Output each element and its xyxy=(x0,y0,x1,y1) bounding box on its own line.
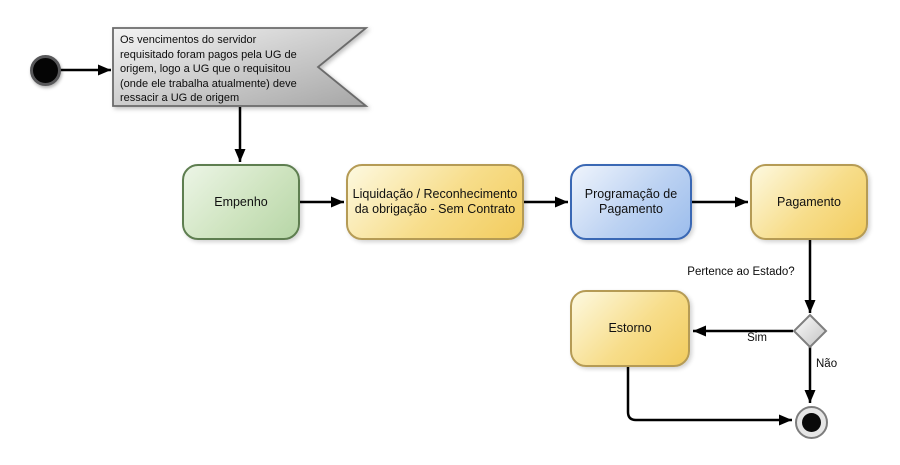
decision-yes-label: Sim xyxy=(747,332,767,344)
final-node-dot xyxy=(802,413,821,432)
activity-programacao: Programação de Pagamento xyxy=(570,164,692,240)
note-line: Os vencimentos do servidor xyxy=(120,34,257,46)
activity-liquidacao: Liquidação / Reconhecimento da obrigação… xyxy=(346,164,524,240)
note-text: Os vencimentos do servidor requisitado f… xyxy=(120,33,330,106)
note-line: origem, logo a UG que o requisitou xyxy=(120,63,291,76)
start-node xyxy=(30,55,61,86)
activity-estorno-label: Estorno xyxy=(608,321,652,335)
note-line: (onde ele trabalha atualmente) deve xyxy=(120,77,297,90)
activity-estorno: Estorno xyxy=(570,290,690,367)
note-line: ressacir a UG de origem xyxy=(120,92,240,105)
decision-no-label: Não xyxy=(816,358,838,370)
activity-pagamento-label: Pagamento xyxy=(777,194,841,209)
decision-question-label: Pertence ao Estado? xyxy=(687,266,795,278)
activity-empenho-label: Empenho xyxy=(214,194,268,209)
decision-diamond xyxy=(792,313,828,349)
activity-pagamento: Pagamento xyxy=(750,164,868,240)
activity-programacao-label: Programação de Pagamento xyxy=(584,187,678,216)
activity-empenho: Empenho xyxy=(182,164,300,240)
final-node xyxy=(795,406,828,439)
note-shape xyxy=(112,27,369,107)
note-line: requisitado foram pagos pela UG de xyxy=(120,48,297,61)
activity-liquidacao-label: Liquidação / Reconhecimento da obrigação… xyxy=(352,187,518,216)
edge-estorno-to-final xyxy=(626,367,792,426)
